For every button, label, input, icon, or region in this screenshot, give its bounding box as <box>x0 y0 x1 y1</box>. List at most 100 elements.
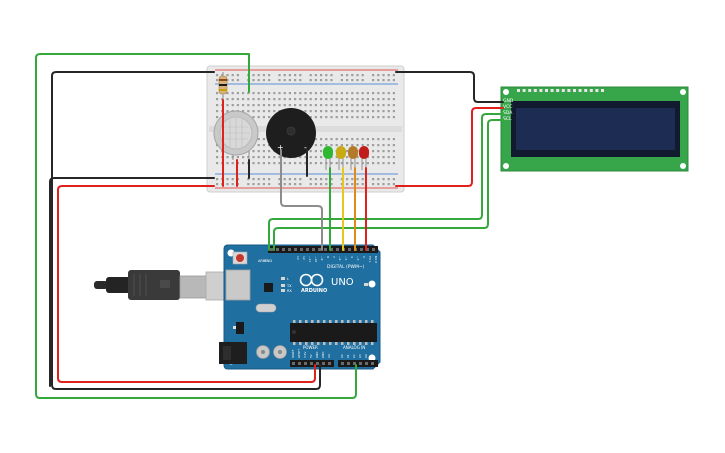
breadboard-hole <box>278 98 281 101</box>
breadboard-hole <box>268 150 271 153</box>
breadboard-hole <box>320 150 323 153</box>
gas-sensor[interactable] <box>213 110 259 160</box>
lcd-header-pin <box>561 89 565 92</box>
wire-black-lcd-gnd[interactable] <box>395 71 504 103</box>
breadboard-hole <box>377 138 380 141</box>
breadboard-rail-hole <box>377 178 380 181</box>
breadboard-rail-hole <box>283 183 286 186</box>
breadboard-rail-hole <box>309 183 312 186</box>
breadboard-hole <box>268 156 271 159</box>
chip-pin <box>371 342 374 345</box>
breadboard-hole <box>361 104 364 107</box>
wire-red-5v[interactable] <box>57 185 316 383</box>
breadboard-hole <box>372 116 375 119</box>
breadboard-hole <box>299 156 302 159</box>
atmega-notch <box>292 330 296 334</box>
onboard-label-tx: TX <box>286 284 292 288</box>
breadboard-hole <box>330 104 333 107</box>
breadboard-hole <box>268 116 271 119</box>
reset-button[interactable] <box>236 254 244 262</box>
wire-black-gnd-loop[interactable] <box>51 71 321 390</box>
breadboard-hole <box>314 104 317 107</box>
breadboard-rail-hole <box>294 178 297 181</box>
breadboard-rail-hole <box>320 178 323 181</box>
power-header-hole <box>310 362 313 365</box>
breadboard-hole <box>304 110 307 113</box>
breadboard-hole <box>288 104 291 107</box>
resistor[interactable] <box>218 72 228 100</box>
breadboard-hole <box>288 162 291 165</box>
breadboard-rail-hole <box>257 183 260 186</box>
breadboard-hole <box>252 150 255 153</box>
breadboard-rail-hole <box>247 183 250 186</box>
wire-red-lcd-vcc[interactable] <box>395 107 504 187</box>
breadboard-hole <box>299 92 302 95</box>
breadboard-hole <box>278 104 281 107</box>
breadboard-hole <box>320 110 323 113</box>
breadboard-hole <box>377 116 380 119</box>
lcd-header-pin <box>550 89 554 92</box>
wire-green-lcd-sda[interactable] <box>268 113 504 251</box>
breadboard-rail-hole <box>320 79 323 82</box>
breadboard-hole <box>392 98 395 101</box>
breadboard-hole <box>366 104 369 107</box>
breadboard-rail-hole <box>314 74 317 77</box>
breadboard-hole <box>351 144 354 147</box>
breadboard-hole <box>314 138 317 141</box>
wire-green-lcd-scl[interactable] <box>273 119 504 251</box>
digital-header-hole <box>330 248 333 251</box>
power-header-hole <box>298 362 301 365</box>
wire-gray-buzzer[interactable] <box>280 149 323 251</box>
breadboard-rail-hole <box>252 183 255 186</box>
onboard-label-l: L <box>287 277 289 281</box>
wire-green-sensor-a0[interactable] <box>35 53 357 399</box>
breadboard-hole <box>273 104 276 107</box>
analog-header-hole <box>371 362 374 365</box>
breadboard-hole <box>356 98 359 101</box>
buzzer[interactable]: + - <box>266 108 316 158</box>
breadboard-hole <box>392 162 395 165</box>
breadboard-hole <box>335 98 338 101</box>
arduino-model-text: UNO <box>331 277 354 288</box>
power-pin-label: 3.3V <box>303 352 307 358</box>
breadboard-hole <box>262 98 265 101</box>
breadboard-rail-hole <box>361 74 364 77</box>
wire-black-gnd-rail[interactable] <box>49 177 215 387</box>
chip-pin <box>353 320 356 323</box>
breadboard-hole <box>273 162 276 165</box>
breadboard-hole <box>216 92 219 95</box>
led-green[interactable] <box>323 146 333 170</box>
breadboard-hole <box>231 98 234 101</box>
usb-plug-body <box>128 270 180 300</box>
analog-pin-label: A3 <box>358 354 362 358</box>
breadboard-hole <box>377 156 380 159</box>
breadboard-hole <box>335 116 338 119</box>
chip-pin <box>323 342 326 345</box>
analog-pin-label: A0 <box>340 354 344 358</box>
breadboard-hole <box>366 92 369 95</box>
breadboard-rail-hole <box>392 178 395 181</box>
lcd-module[interactable]: GND VCC SDA SCL <box>500 86 689 172</box>
digital-pin-label: RX 0 <box>374 256 378 263</box>
breadboard-rail-hole <box>262 74 265 77</box>
breadboard-hole <box>309 92 312 95</box>
digital-pin-label: ~10 <box>314 256 318 262</box>
breadboard-rail-hole <box>314 183 317 186</box>
breadboard-hole <box>221 98 224 101</box>
power-pin-label: GND <box>315 352 319 358</box>
breadboard-hole <box>273 110 276 113</box>
breadboard-hole <box>216 98 219 101</box>
breadboard-hole <box>330 138 333 141</box>
breadboard-hole <box>278 162 281 165</box>
breadboard-hole <box>304 162 307 165</box>
breadboard-hole <box>392 104 395 107</box>
digital-header-hole <box>336 248 339 251</box>
lcd-pin-label-scl: SCL <box>503 116 512 122</box>
onboard-label-on: ON <box>369 283 375 287</box>
breadboard-hole <box>361 162 364 165</box>
atmega-chip <box>290 323 377 342</box>
chip-pin <box>323 320 326 323</box>
breadboard-rail-hole <box>231 178 234 181</box>
breadboard-hole <box>382 92 385 95</box>
